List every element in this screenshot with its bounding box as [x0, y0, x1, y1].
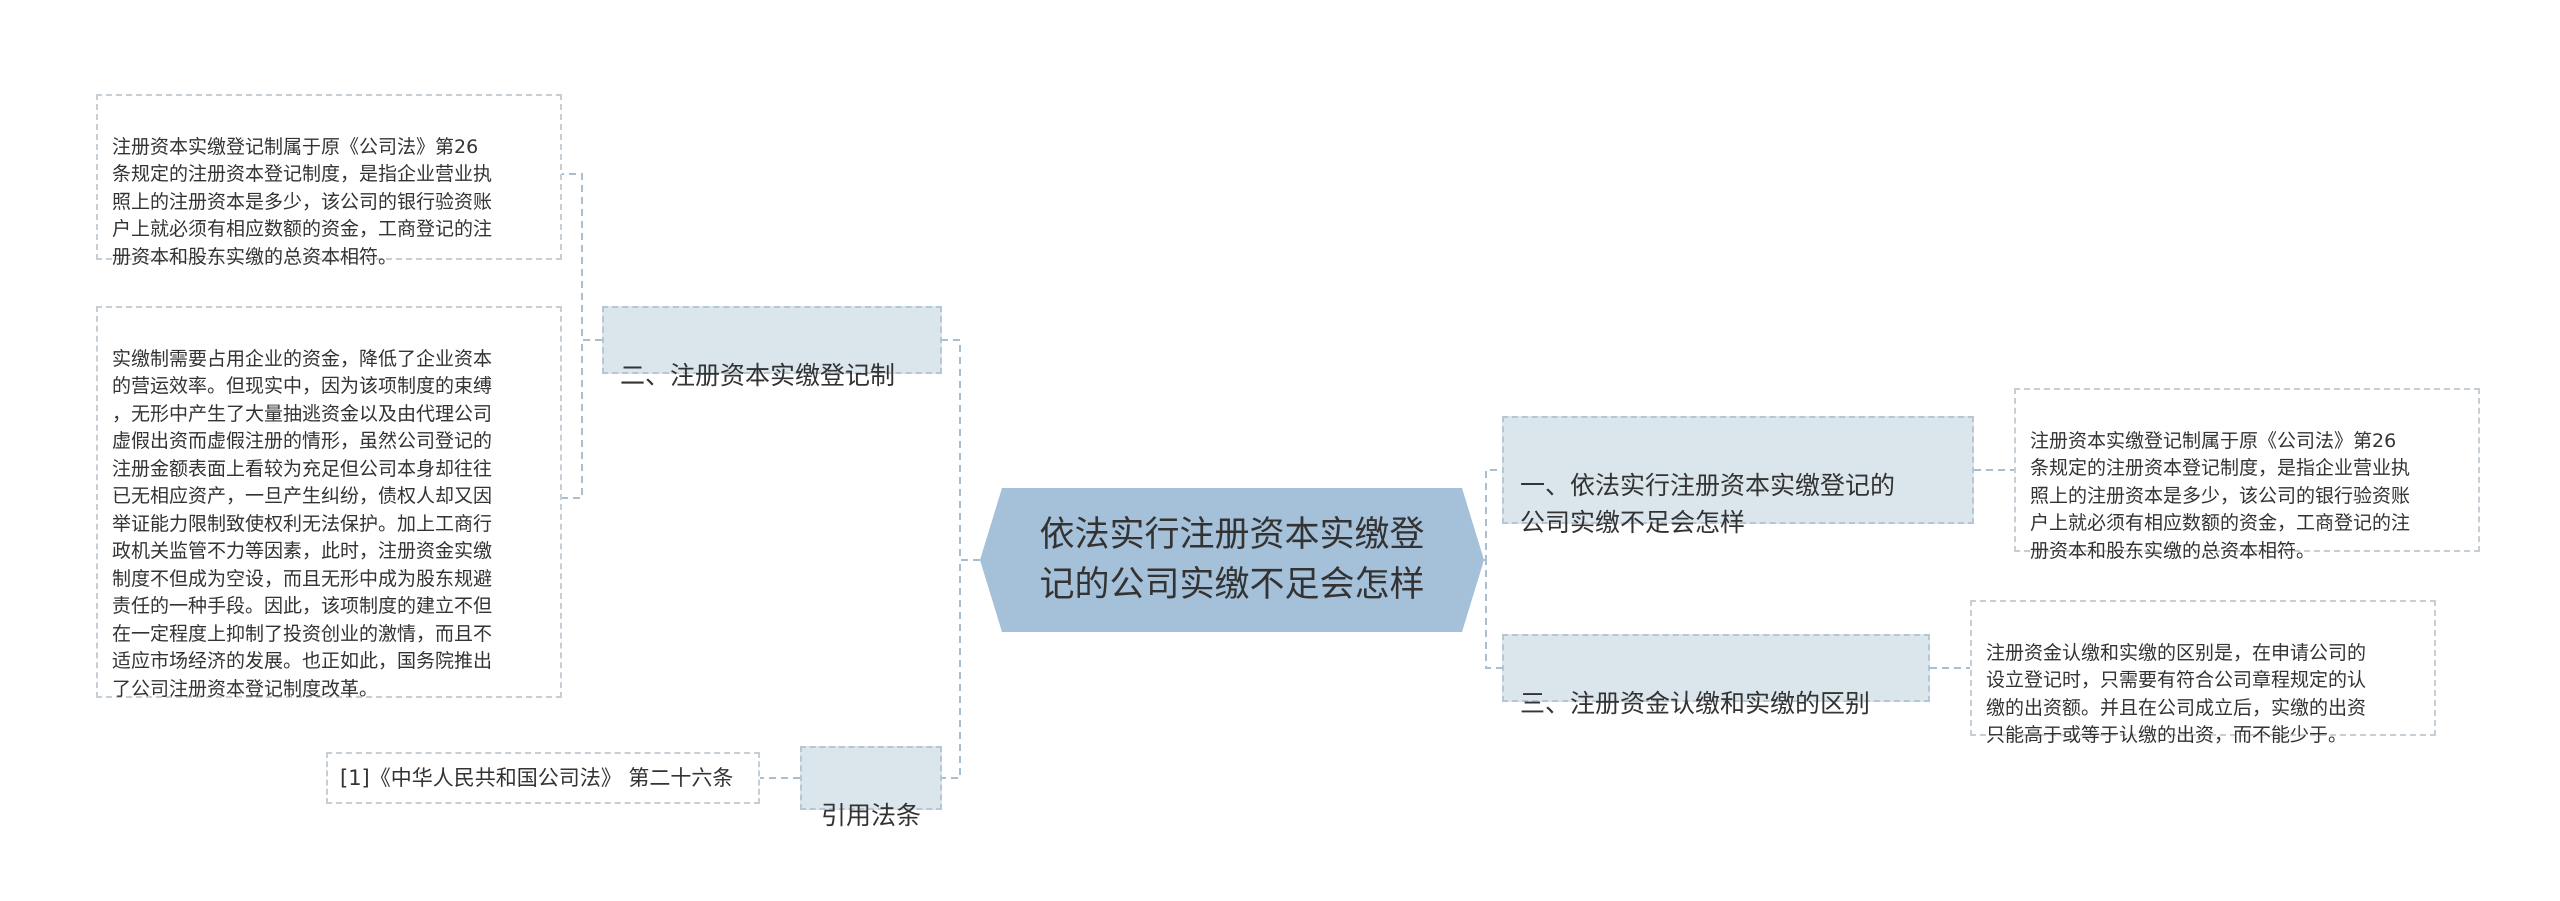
connector-center-to-citation [942, 559, 980, 779]
registration-detail-1-text: 注册资本实缴登记制属于原《公司法》第26 条规定的注册资本登记制度，是指企业营业… [112, 135, 493, 268]
branch-difference[interactable]: 三、注册资金认缴和实缴的区别 [1502, 634, 1930, 718]
connector-center-to-registration [942, 339, 980, 561]
insufficient-detail[interactable]: 注册资本实缴登记制属于原《公司法》第26 条规定的注册资本登记制度，是指企业营业… [2014, 388, 2480, 562]
branch-insufficient-payment-label: 一、依法实行注册资本实缴登记的 公司实缴不足会怎样 [1520, 471, 1896, 537]
registration-detail-2[interactable]: 实缴制需要占用企业的资金，降低了企业资本 的营运效率。但现实中，因为该项制度的束… [96, 306, 562, 700]
branch-registration-system[interactable]: 二、注册资本实缴登记制 [602, 306, 942, 390]
connector-registration-to-detail-2 [562, 339, 602, 499]
connector-center-to-insufficient [1484, 469, 1502, 561]
insufficient-detail-text: 注册资本实缴登记制属于原《公司法》第26 条规定的注册资本登记制度，是指企业营业… [2030, 429, 2411, 562]
citation-reference-text: [1]《中华人民共和国公司法》 第二十六条 [340, 766, 734, 790]
branch-registration-system-label: 二、注册资本实缴登记制 [620, 361, 896, 390]
branch-citation-label: 引用法条 [820, 801, 921, 830]
central-topic-shape [980, 488, 1484, 632]
difference-detail-text: 注册资金认缴和实缴的区别是，在申请公司的 设立登记时，只需要有符合公司章程规定的… [1986, 641, 2367, 747]
branch-insufficient-payment[interactable]: 一、依法实行注册资本实缴登记的 公司实缴不足会怎样 [1502, 416, 1974, 537]
central-topic[interactable]: 依法实行注册资本实缴登 记的公司实缴不足会怎样 [980, 488, 1484, 632]
connector-center-to-difference [1484, 559, 1502, 669]
difference-detail[interactable]: 注册资金认缴和实缴的区别是，在申请公司的 设立登记时，只需要有符合公司章程规定的… [1970, 600, 2436, 746]
registration-detail-1[interactable]: 注册资本实缴登记制属于原《公司法》第26 条规定的注册资本登记制度，是指企业营业… [96, 94, 562, 268]
central-topic-label: 依法实行注册资本实缴登 记的公司实缴不足会怎样 [1039, 515, 1425, 605]
branch-difference-label: 三、注册资金认缴和实缴的区别 [1520, 689, 1871, 718]
branch-citation[interactable]: 引用法条 [800, 746, 942, 830]
citation-reference[interactable]: [1]《中华人民共和国公司法》 第二十六条 [326, 752, 760, 804]
connector-registration-to-detail-1 [562, 173, 602, 341]
registration-detail-2-text: 实缴制需要占用企业的资金，降低了企业资本 的营运效率。但现实中，因为该项制度的束… [112, 347, 493, 700]
